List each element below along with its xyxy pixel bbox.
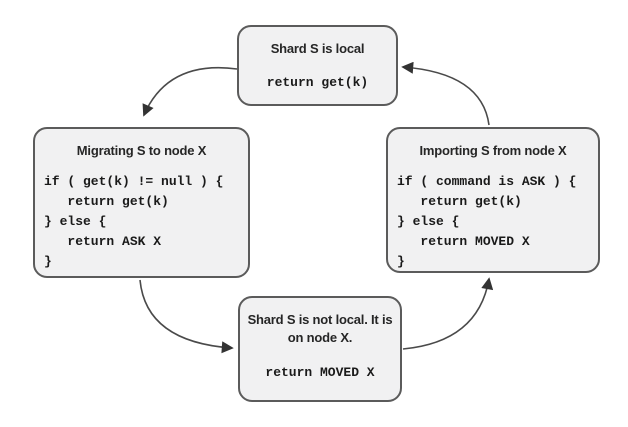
- node-shard-s-is-not-local: Shard S is not local. It is on node X. r…: [238, 296, 402, 402]
- node-title: Shard S is not local. It is on node X.: [247, 312, 393, 345]
- node-shard-s-is-local: Shard S is local return get(k): [237, 25, 398, 106]
- node-importing-s-from-node-x: Importing S from node X if ( command is …: [386, 127, 600, 273]
- node-title: Importing S from node X: [419, 143, 567, 158]
- node-code: return MOVED X: [265, 365, 375, 380]
- arrow-right-to-top: [401, 61, 490, 126]
- node-code: return get(k): [266, 75, 369, 90]
- node-title: Migrating S to node X: [76, 143, 207, 158]
- arrow-bottom-to-right: [402, 277, 494, 350]
- arrow-left-to-bottom: [139, 279, 234, 354]
- node-migrating-s-to-node-x: Migrating S to node X if ( get(k) != nul…: [33, 127, 250, 278]
- node-code: if ( get(k) != null ) { return get(k) } …: [44, 174, 224, 269]
- node-title: Shard S is local: [270, 41, 365, 56]
- node-code: if ( command is ASK ) { return get(k) } …: [397, 174, 577, 269]
- arrow-top-to-left: [142, 67, 238, 117]
